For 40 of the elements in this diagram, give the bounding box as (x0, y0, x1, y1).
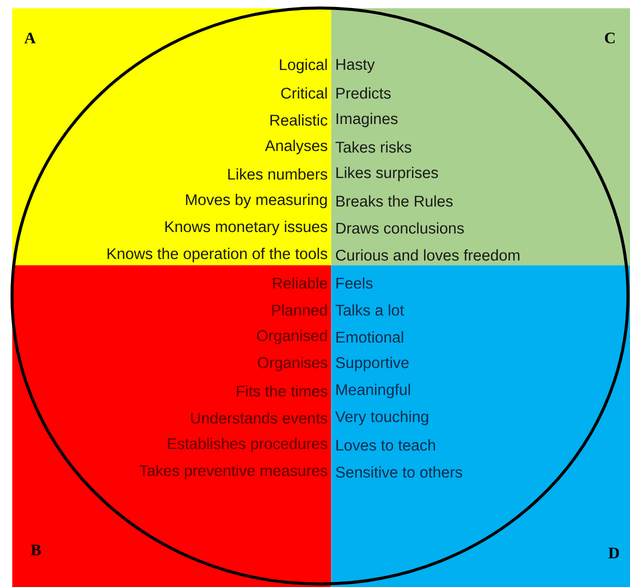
quadrant-letter: D (608, 548, 619, 558)
trait-label: Likes numbers (228, 168, 328, 180)
trait-label: Takes preventive measures (139, 464, 328, 480)
trait-label: Takes risks (336, 141, 412, 153)
trait-label: Meaningful (336, 384, 410, 398)
trait-label: Critical (281, 87, 327, 99)
trait-label: Sensitive to others (336, 466, 462, 478)
trait-label: Moves by measuring (186, 194, 327, 208)
trait-label: Hasty (336, 59, 375, 73)
trait-label: Loves to teach (336, 439, 435, 451)
trait-label: Knows the operation of the tools (108, 248, 328, 262)
quadrant-panel (12, 265, 332, 587)
trait-label: Likes surprises (336, 166, 438, 182)
trait-label: Draws conclusions (336, 222, 464, 234)
quadrant-letter: C (605, 32, 615, 44)
trait-label: Reliable (273, 277, 328, 289)
trait-label: Emotional (336, 331, 404, 343)
quadrant-panel (331, 8, 630, 266)
trait-label: Predicts (336, 87, 391, 99)
trait-label: Knows monetary issues (165, 220, 328, 236)
trait-label: Talks a lot (336, 304, 404, 316)
trait-label: Organises (258, 356, 328, 372)
trait-label: Organised (257, 330, 327, 344)
trait-label: Very touching (335, 410, 428, 426)
trait-label: Supportive (336, 356, 409, 372)
trait-label: Understands events (191, 412, 328, 424)
trait-label: Planned (272, 304, 327, 316)
trait-label: Fits the times (236, 385, 328, 397)
trait-label: Breaks the Rules (336, 195, 453, 207)
trait-label: Logical (280, 58, 327, 74)
trait-label: Feels (336, 277, 373, 289)
quadrant-letter: A (24, 32, 36, 44)
trait-label: Analyses (264, 140, 328, 154)
quadrant-panel (12, 8, 332, 266)
trait-label: Imagines (336, 112, 398, 128)
trait-label: Curious and loves freedom (336, 249, 520, 261)
trait-label: Establishes procedures (168, 438, 328, 452)
quadrant-panel (331, 265, 630, 587)
quadrant-letter: B (30, 544, 41, 556)
trait-label: Realistic (270, 114, 328, 126)
